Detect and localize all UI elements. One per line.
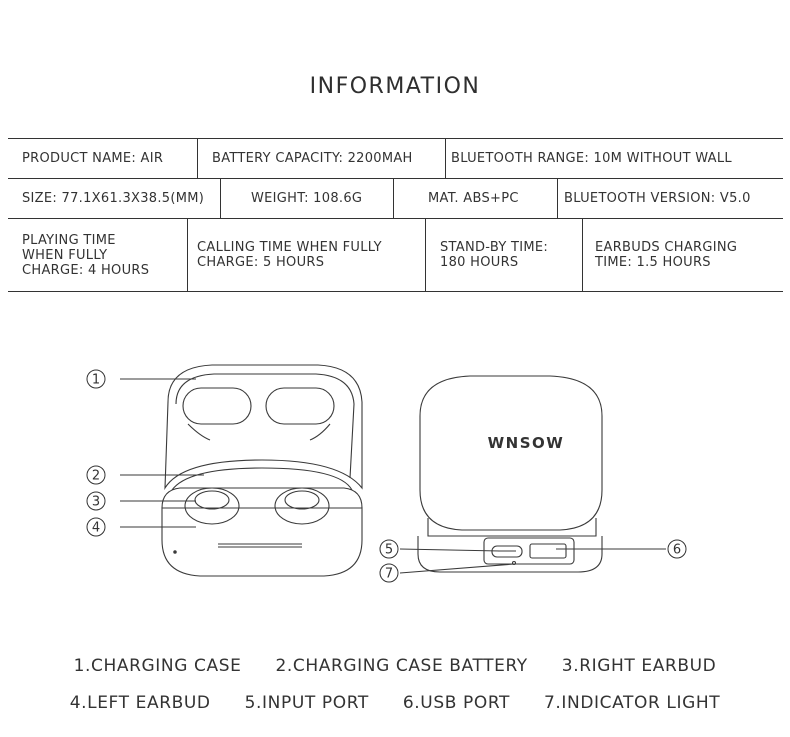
- spec-calling-time: CALLING TIME WHEN FULLY CHARGE: 5 HOURS: [188, 219, 426, 291]
- legend-line-1: 1.CHARGING CASE 2.CHARGING CASE BATTERY …: [0, 656, 790, 676]
- svg-text:2: 2: [92, 469, 100, 484]
- callout-7: 7: [379, 563, 399, 583]
- spec-row-2: SIZE: 77.1X61.3X38.5(MM) WEIGHT: 108.6G …: [8, 179, 783, 219]
- spec-weight: WEIGHT: 108.6G: [221, 179, 394, 218]
- product-diagram: WNSOW 1 2 3 4 5 6 7: [86, 364, 687, 583]
- legend-right-earbud: 3.RIGHT EARBUD: [561, 656, 717, 676]
- callout-1: 1: [86, 369, 106, 389]
- svg-text:6: 6: [673, 543, 681, 558]
- spec-battery-capacity: BATTERY CAPACITY: 2200MAH: [198, 139, 446, 178]
- legend-charging-case: 1.CHARGING CASE: [73, 656, 242, 676]
- callout-5: 5: [379, 539, 399, 559]
- callout-markers: 1 2 3 4 5 6 7: [86, 369, 687, 583]
- callout-4: 4: [86, 517, 106, 537]
- legend-line-2: 4.LEFT EARBUD 5.INPUT PORT 6.USB PORT 7.…: [0, 693, 790, 713]
- svg-text:1: 1: [92, 373, 100, 388]
- closed-case-illustration: [417, 375, 603, 573]
- spec-bluetooth-version: BLUETOOTH VERSION: V5.0: [564, 191, 751, 206]
- legend-input-port: 5.INPUT PORT: [244, 693, 369, 713]
- spec-playing-time: PLAYING TIME WHEN FULLY CHARGE: 4 HOURS: [8, 219, 188, 291]
- page-title: INFORMATION: [309, 74, 481, 99]
- spec-standby-time: STAND-BY TIME: 180 HOURS: [426, 219, 583, 291]
- svg-text:4: 4: [92, 521, 100, 536]
- svg-text:3: 3: [92, 495, 100, 510]
- spec-product-name: PRODUCT NAME: AIR: [8, 139, 198, 178]
- spec-bluetooth-range: BLUETOOTH RANGE: 10M WITHOUT WALL: [451, 151, 732, 166]
- callout-3: 3: [86, 491, 106, 511]
- legend-indicator-light: 7.INDICATOR LIGHT: [544, 693, 721, 713]
- spec-row-3: PLAYING TIME WHEN FULLY CHARGE: 4 HOURS …: [8, 219, 783, 291]
- legend-charging-case-battery: 2.CHARGING CASE BATTERY: [275, 656, 528, 676]
- callout-6: 6: [667, 539, 687, 559]
- spec-earbuds-charging-time: EARBUDS CHARGING TIME: 1.5 HOURS: [595, 240, 738, 270]
- spec-table: PRODUCT NAME: AIR BATTERY CAPACITY: 2200…: [8, 138, 783, 292]
- spec-size: SIZE: 77.1X61.3X38.5(MM): [8, 179, 221, 218]
- spec-material: MAT. ABS+PC: [394, 179, 558, 218]
- brand-logo: WNSOW: [488, 434, 565, 452]
- legend-usb-port: 6.USB PORT: [402, 693, 510, 713]
- legend-left-earbud: 4.LEFT EARBUD: [69, 693, 211, 713]
- callout-2: 2: [86, 465, 106, 485]
- svg-text:7: 7: [385, 567, 393, 582]
- spec-row-1: PRODUCT NAME: AIR BATTERY CAPACITY: 2200…: [8, 139, 783, 179]
- svg-text:5: 5: [385, 543, 393, 558]
- open-case-illustration: [161, 364, 363, 577]
